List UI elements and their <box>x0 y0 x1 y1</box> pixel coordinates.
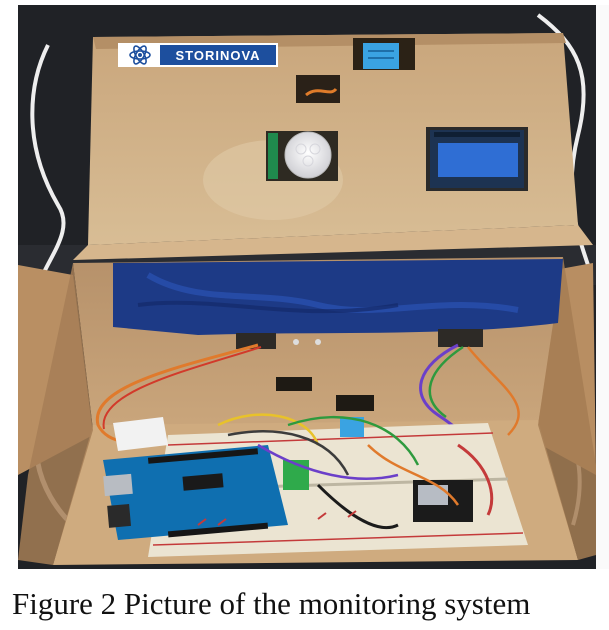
page-edge <box>596 5 609 569</box>
figure-caption: Figure 2 Picture of the monitoring syste… <box>12 586 531 621</box>
monitoring-system-photo: STORINOVA <box>18 5 596 569</box>
arduino-board <box>103 445 288 540</box>
humidity-sensor-inner <box>340 417 364 437</box>
atom-logo-icon <box>129 45 151 65</box>
buzzer-module <box>113 417 168 451</box>
back-wall-hole-2 <box>336 395 374 411</box>
inner-sensor-right <box>438 329 483 347</box>
back-wall-hole-1 <box>276 377 312 391</box>
blue-tape <box>113 259 563 335</box>
oled-display <box>426 127 528 191</box>
usb-cable-top <box>30 44 66 306</box>
esp-module <box>413 480 473 522</box>
brand-label: STORINOVA <box>175 48 260 63</box>
brand-sticker: STORINOVA <box>118 43 278 67</box>
humidity-sensor-top <box>353 38 415 70</box>
light-sensor-hole <box>296 75 340 103</box>
pir-motion-sensor <box>266 131 338 181</box>
inner-sensor-left <box>236 333 276 349</box>
